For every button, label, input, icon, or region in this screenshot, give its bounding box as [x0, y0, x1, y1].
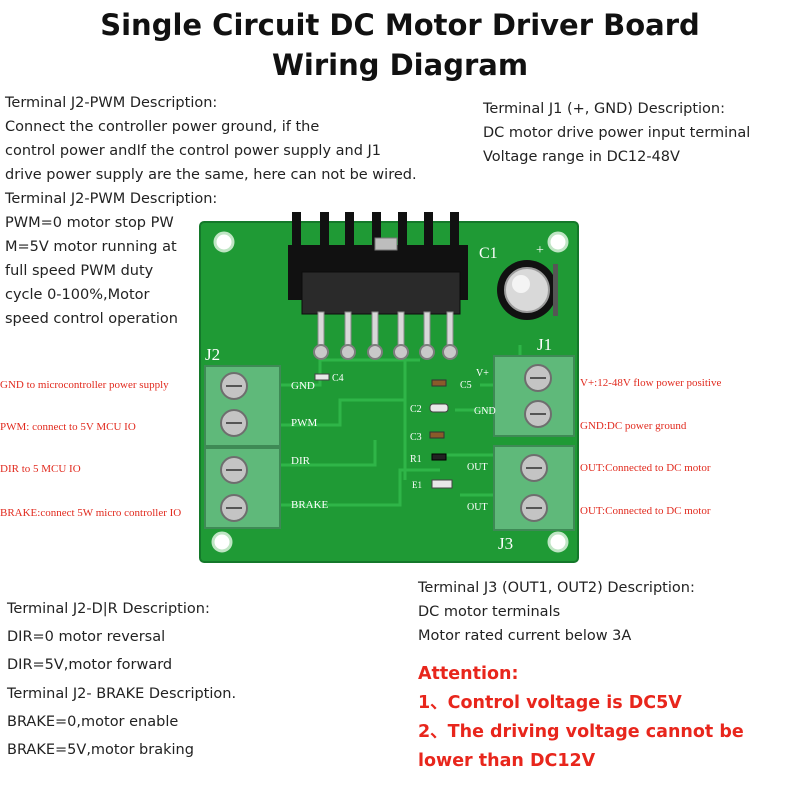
desc-j3-line: DC motor terminals — [418, 604, 561, 620]
right-label-vplus: V+:12-48V flow power positive — [580, 377, 722, 389]
mount-hole — [547, 531, 569, 553]
desc-dir-heading: Terminal J2-D|R Description: — [7, 601, 210, 617]
desc-j2-pwm-heading: Terminal J2-PWM Description: — [5, 191, 218, 207]
desc-j2-pwm-line: M=5V motor running at — [5, 239, 177, 255]
left-label-gnd: GND to microcontroller power supply — [0, 379, 169, 391]
board-label-vplus: V+ — [476, 368, 489, 379]
desc-dir-line: DIR=0 motor reversal — [7, 629, 166, 645]
desc-j3: Terminal J3 (OUT1, OUT2) Description: DC… — [418, 576, 695, 648]
right-label-gnd: GND:DC power ground — [580, 420, 687, 432]
board-label-c5: C5 — [460, 380, 472, 391]
desc-j2-pwm-line: full speed PWM duty — [5, 263, 154, 279]
pcb-traces — [280, 345, 522, 507]
desc-j3-heading: Terminal J3 (OUT1, OUT2) Description: — [418, 580, 695, 596]
terminal-j2 — [204, 365, 281, 529]
terminal-j3 — [493, 445, 575, 531]
mosfet-body — [301, 271, 461, 315]
desc-j2-ground: Terminal J2-PWM Description: Connect the… — [5, 91, 417, 187]
board-label-gnd-right: GND — [474, 406, 496, 417]
desc-j1-line: Voltage range in DC12-48V — [483, 149, 680, 165]
board-label-j2: J2 — [205, 345, 220, 364]
desc-j1-heading: Terminal J1 (+, GND) Description: — [483, 101, 726, 117]
smd-components — [314, 373, 453, 489]
board-label-c1: C1 — [479, 245, 498, 262]
board-label-e1: E1 — [412, 480, 422, 490]
board-label-plus: + — [536, 243, 544, 258]
terminal-j1 — [493, 355, 575, 437]
pcb-board — [199, 221, 579, 563]
attention-heading: Attention: — [418, 664, 519, 684]
mount-hole — [211, 531, 233, 553]
attention-line: lower than DC12V — [418, 751, 596, 771]
attention-block: Attention: 1、Control voltage is DC5V 2、T… — [418, 660, 744, 776]
desc-j2-ground-line: Connect the controller power ground, if … — [5, 119, 320, 135]
mount-hole — [547, 231, 569, 253]
desc-j1: Terminal J1 (+, GND) Description: DC mot… — [483, 97, 750, 169]
board-label-j3: J3 — [498, 534, 513, 553]
right-label-out1: OUT:Connected to DC motor — [580, 462, 711, 474]
desc-dir: Terminal J2-D|R Description: DIR=0 motor… — [7, 595, 210, 679]
desc-j2-pwm-line: PWM=0 motor stop PW — [5, 215, 174, 231]
desc-j3-line: Motor rated current below 3A — [418, 628, 632, 644]
board-label-gnd-left: GND — [291, 380, 315, 392]
solder-pads — [313, 344, 458, 360]
board-label-pwm: PWM — [291, 417, 318, 429]
board-label-brake: BRAKE — [291, 499, 329, 511]
desc-brake-line: BRAKE=0,motor enable — [7, 714, 179, 730]
board-label-out2: OUT — [467, 502, 488, 513]
desc-brake-heading: Terminal J2- BRAKE Description. — [7, 686, 237, 702]
board-label-out1: OUT — [467, 462, 488, 473]
right-label-out2: OUT:Connected to DC motor — [580, 505, 711, 517]
desc-j2-pwm-line: speed control operation — [5, 311, 178, 327]
mosfet-tab — [374, 237, 398, 251]
left-label-pwm: PWM: connect to 5V MCU IO — [0, 421, 136, 433]
desc-j2-pwm: Terminal J2-PWM Description: PWM=0 motor… — [5, 187, 217, 331]
title-line-2: Wiring Diagram — [271, 48, 529, 82]
left-label-dir: DIR to 5 MCU IO — [0, 463, 81, 475]
desc-brake: Terminal J2- BRAKE Description. BRAKE=0,… — [7, 680, 236, 764]
desc-j2-ground-line: control power andIf the control power su… — [5, 143, 382, 159]
desc-j2-ground-heading: Terminal J2-PWM Description: — [5, 95, 218, 111]
board-label-c4: C4 — [332, 373, 344, 384]
mount-hole — [213, 231, 235, 253]
desc-dir-line: DIR=5V,motor forward — [7, 657, 173, 673]
desc-j2-ground-line: drive power supply are the same, here ca… — [5, 167, 417, 183]
board-label-c3: C3 — [410, 432, 422, 443]
left-label-brake: BRAKE:connect 5W micro controller IO — [0, 507, 182, 519]
desc-brake-line: BRAKE=5V,motor braking — [7, 742, 194, 758]
desc-j1-line: DC motor drive power input terminal — [483, 125, 751, 141]
title-line-1: Single Circuit DC Motor Driver Board — [100, 8, 700, 42]
desc-j2-pwm-line: cycle 0-100%,Motor — [5, 287, 150, 303]
board-label-r1: R1 — [410, 454, 422, 465]
board-label-j1: J1 — [537, 335, 552, 354]
capacitor-c1 — [497, 260, 558, 320]
attention-line: 2、The driving voltage cannot be — [418, 722, 744, 742]
attention-line: 1、Control voltage is DC5V — [418, 693, 682, 713]
board-label-c2: C2 — [410, 404, 422, 415]
board-label-dir: DIR — [291, 455, 311, 467]
